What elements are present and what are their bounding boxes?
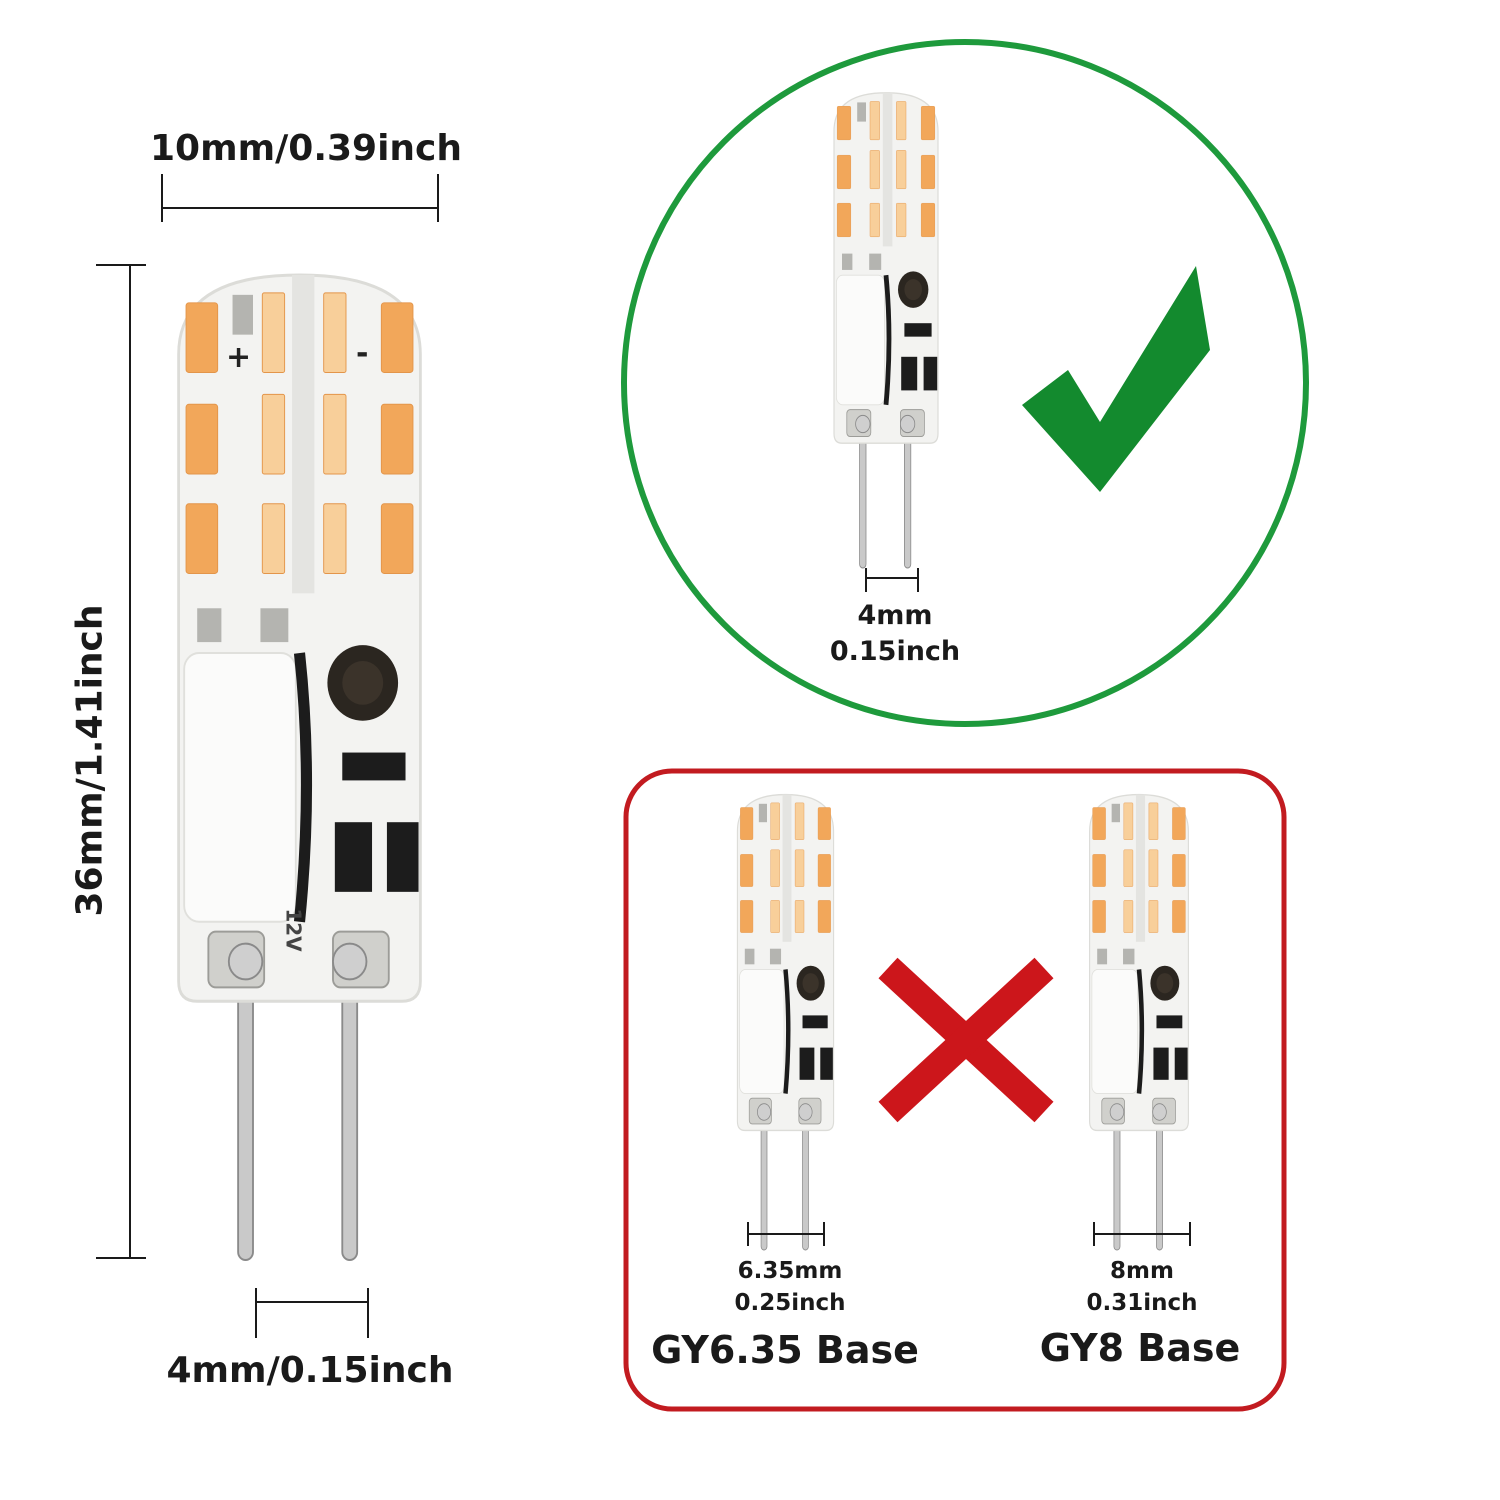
- plus-mark: +: [226, 340, 252, 375]
- gy8-base-label: GY8 Base: [1039, 1326, 1241, 1370]
- compatible-pin-inch: 0.15inch: [829, 636, 961, 667]
- incompatible-box: [623, 768, 1287, 1412]
- gy8-pin-inch: 0.31inch: [1086, 1290, 1198, 1316]
- gy8-bulb: [1090, 795, 1189, 1250]
- stamp-12v: 12V: [281, 908, 306, 952]
- gy8-pin-dimension: [1093, 1222, 1191, 1246]
- gy635-bulb: [737, 795, 833, 1250]
- gy635-pin-mm: 6.35mm: [737, 1258, 843, 1284]
- compatible-pin-dimension: [865, 568, 919, 592]
- pin-label: 4mm/0.15inch: [166, 1350, 454, 1391]
- gy635-pin-inch: 0.25inch: [734, 1290, 846, 1316]
- gy635-base-label: GY6.35 Base: [651, 1328, 919, 1372]
- compatible-ring: [621, 39, 1309, 727]
- check-mark-icon: [1022, 266, 1210, 492]
- width-dimension-line: [161, 174, 439, 222]
- height-dimension-line: [96, 264, 146, 1259]
- height-label: 36mm/1.41inch: [69, 604, 111, 917]
- width-label: 10mm/0.39inch: [150, 128, 463, 169]
- compatible-bulb: [834, 93, 938, 568]
- gy8-pin-mm: 8mm: [1110, 1258, 1174, 1284]
- pin-dimension-line: [255, 1288, 369, 1338]
- compatible-pin-mm: 4mm: [857, 600, 933, 631]
- gy635-pin-dimension: [747, 1222, 825, 1246]
- main-bulb: [179, 275, 421, 1260]
- cross-mark-icon: [878, 957, 1054, 1123]
- minus-mark: -: [356, 336, 369, 371]
